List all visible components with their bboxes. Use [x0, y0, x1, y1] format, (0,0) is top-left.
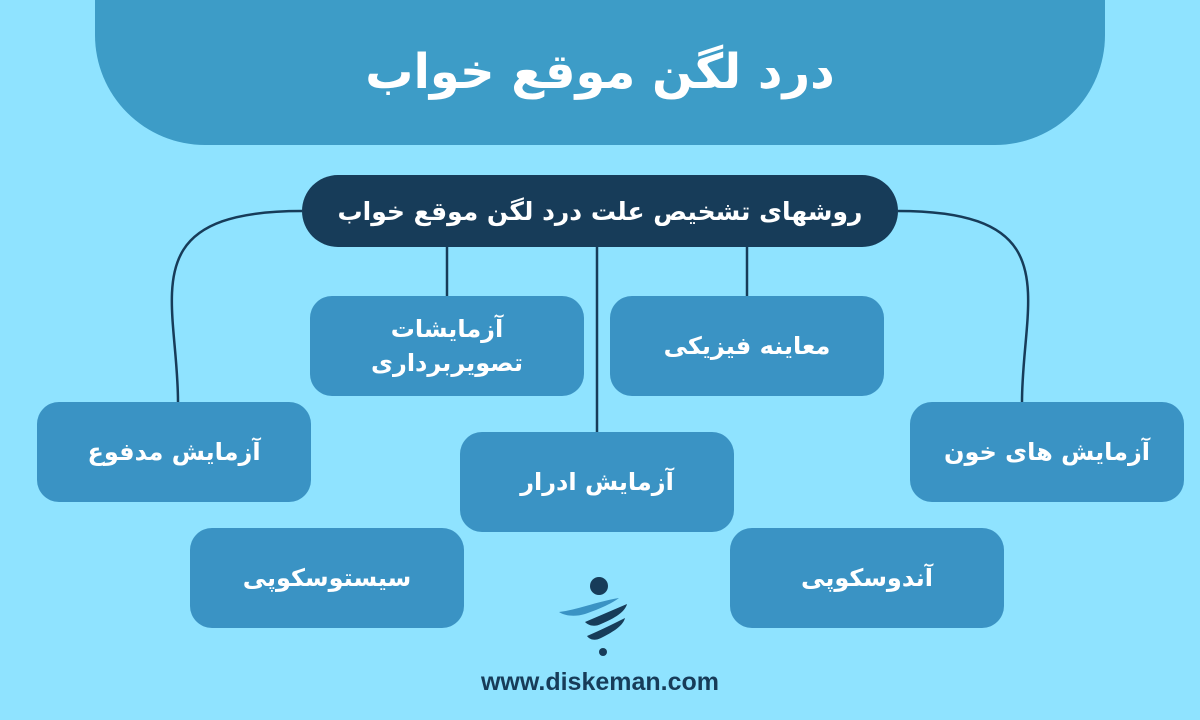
- node-endoscopy: آندوسکوپی: [730, 528, 1004, 628]
- node-stool-test: آزمایش مدفوع: [37, 402, 311, 502]
- node-urine-test-label: آزمایش ادرار: [520, 468, 674, 496]
- website-link[interactable]: www.diskeman.com: [480, 668, 720, 696]
- node-physical-exam: معاینه فیزیکی: [610, 296, 884, 396]
- page-title: درد لگن موقع خواب: [365, 44, 835, 100]
- diskeman-logo-icon: [559, 577, 627, 656]
- node-imaging-label: آزمایشات تصویربرداری: [371, 315, 523, 377]
- node-blood-tests-label: آزمایش های خون: [943, 438, 1151, 466]
- root-node: روشهای تشخیص علت درد لگن موقع خواب: [302, 175, 898, 247]
- node-endoscopy-label: آندوسکوپی: [801, 564, 933, 592]
- connector-stool-test: [170, 209, 303, 403]
- connector-blood-tests: [897, 209, 1030, 403]
- node-stool-test-label: آزمایش مدفوع: [87, 438, 261, 466]
- node-physical-exam-label: معاینه فیزیکی: [663, 332, 831, 360]
- node-imaging: آزمایشات تصویربرداری: [310, 296, 584, 396]
- node-cystoscopy-label: سیستوسکوپی: [242, 564, 412, 592]
- header-banner: [95, 0, 1105, 145]
- root-node-label: روشهای تشخیص علت درد لگن موقع خواب: [337, 196, 863, 226]
- node-cystoscopy: سیستوسکوپی: [190, 528, 464, 628]
- node-urine-test: آزمایش ادرار: [460, 432, 734, 532]
- node-blood-tests: آزمایش های خون: [910, 402, 1184, 502]
